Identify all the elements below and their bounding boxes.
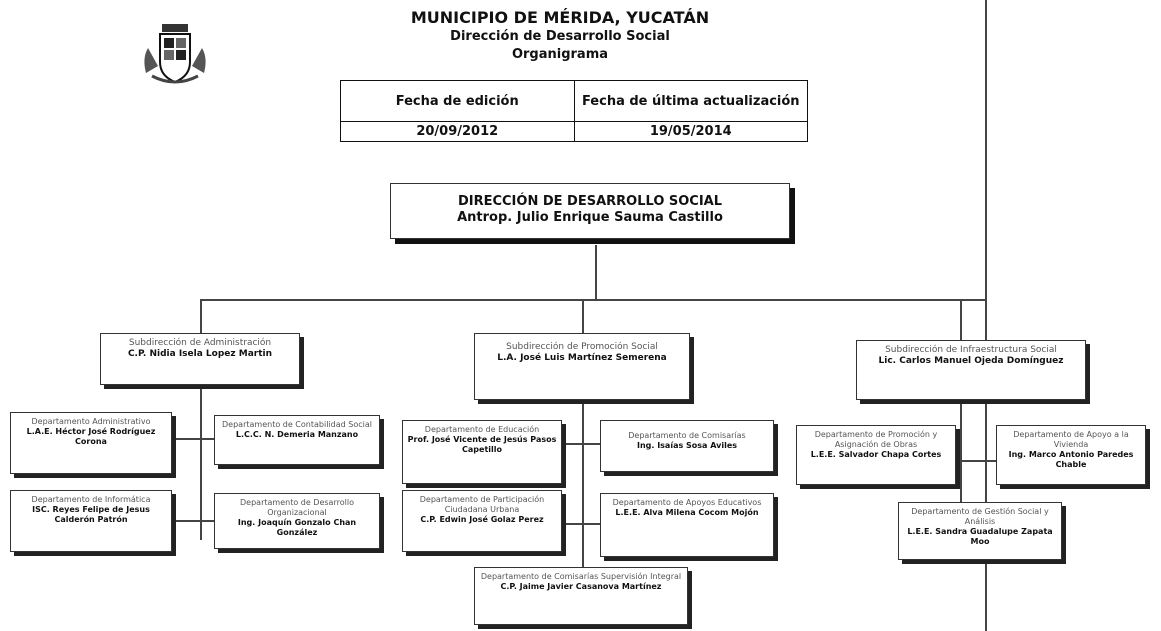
connector (562, 523, 600, 525)
connector (172, 520, 214, 522)
dept-educacion: Departamento de Educación Prof. José Vic… (402, 420, 562, 484)
update-value: 19/05/2014 (573, 121, 808, 142)
connector (956, 460, 996, 462)
connector (582, 402, 584, 572)
connector (562, 443, 600, 445)
dept-informatica: Departamento de Informática ISC. Reyes F… (10, 490, 172, 552)
page-title: MUNICIPIO DE MÉRIDA, YUCATÁN (410, 8, 710, 27)
dept-participacion-ciudadana: Departamento de Participación Ciudadana … (402, 490, 562, 552)
subdirection-social-promotion: Subdirección de Promoción Social L.A. Jo… (474, 333, 690, 400)
dept-contabilidad: Departamento de Contabilidad Social L.C.… (214, 415, 380, 465)
connector (582, 300, 584, 335)
page-divider (985, 0, 987, 631)
document-type: Organigrama (511, 47, 609, 62)
dept-desarrollo-organizacional: Departamento de Desarrollo Organizaciona… (214, 493, 380, 549)
municipal-seal-icon (144, 24, 206, 84)
connector (595, 245, 597, 300)
page-subtitle: Dirección de Desarrollo Social (450, 29, 670, 44)
dept-gestion-social: Departamento de Gestión Social y Análisi… (898, 502, 1062, 560)
subdirection-administration: Subdirección de Administración C.P. Nidi… (100, 333, 300, 385)
dept-promocion-obras: Departamento de Promoción y Asignación d… (796, 425, 956, 485)
director-box: DIRECCIÓN DE DESARROLLO SOCIAL Antrop. J… (390, 183, 790, 239)
connector (200, 300, 202, 335)
dept-comisarias: Departamento de Comisarías Ing. Isaías S… (600, 420, 774, 472)
dept-apoyos-educativos: Departamento de Apoyos Educativos L.E.E.… (600, 493, 774, 557)
connector (200, 385, 202, 540)
dept-apoyo-vivienda: Departamento de Apoyo a la Vivienda Ing.… (996, 425, 1146, 485)
subdirection-infrastructure: Subdirección de Infraestructura Social L… (856, 340, 1086, 400)
update-label: Fecha de última actualización (573, 80, 808, 122)
dept-supervision-integral: Departamento de Comisarías Supervisión I… (474, 567, 688, 625)
edition-value: 20/09/2012 (340, 121, 575, 142)
dept-administrativo: Departamento Administrativo L.A.E. Hécto… (10, 412, 172, 474)
connector (200, 299, 985, 301)
connector (172, 438, 214, 440)
edition-label: Fecha de edición (340, 80, 575, 122)
director-head: Antrop. Julio Enrique Sauma Castillo (457, 210, 723, 226)
connector (960, 400, 962, 510)
director-unit: DIRECCIÓN DE DESARROLLO SOCIAL (457, 194, 723, 209)
connector (960, 300, 962, 340)
dates-table: Fecha de edición Fecha de última actuali… (340, 80, 808, 142)
